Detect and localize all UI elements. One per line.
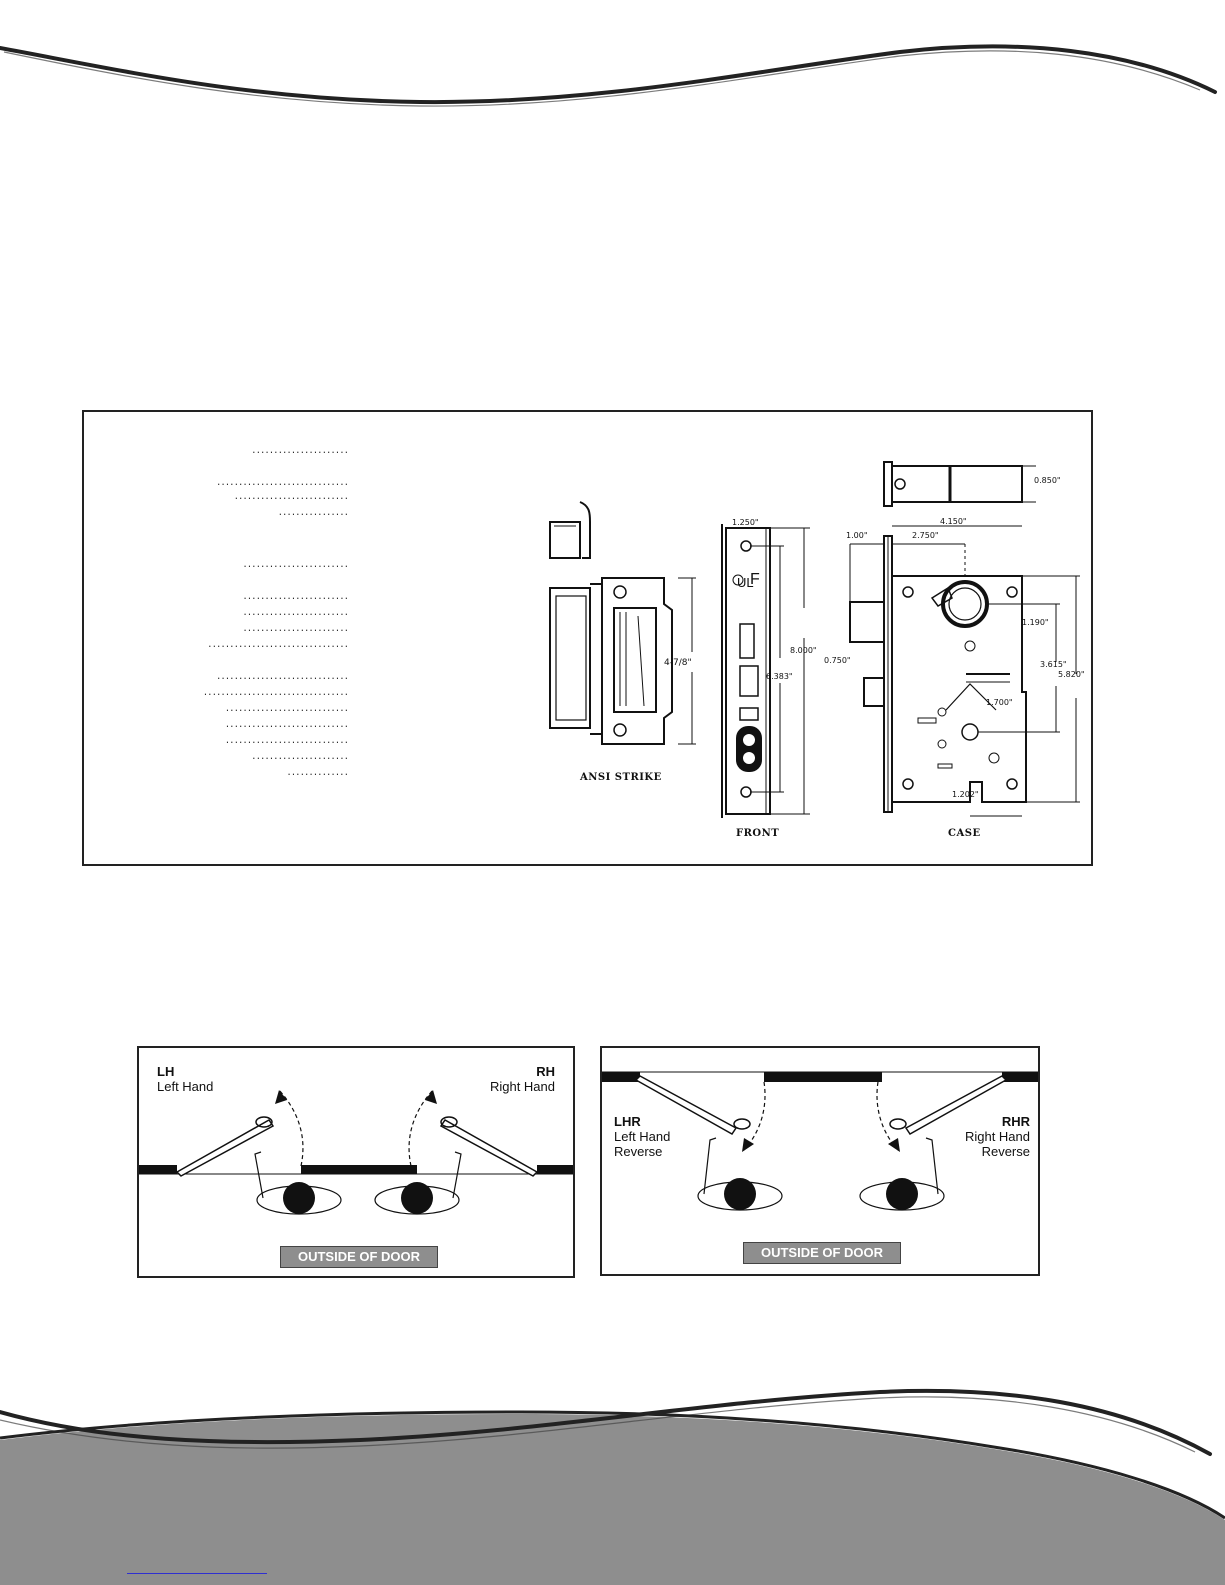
front-hole-spacing-dim: 6.383" — [766, 672, 793, 681]
lhr-label: LHR Left Hand Reverse — [614, 1114, 670, 1159]
lh-code: LH — [157, 1064, 175, 1079]
bottom-wave-decoration — [0, 1388, 1225, 1585]
case-bottom-dim: 1.202" — [952, 790, 979, 799]
lhr-line1: Left Hand — [614, 1129, 671, 1144]
case-hub-offset-dim: 1.190" — [1022, 618, 1049, 627]
outside-of-door-tag: OUTSIDE OF DOOR — [280, 1246, 438, 1268]
front-width-dim: 1.250" — [732, 518, 759, 527]
case-cyl-offset-dim: 1.700" — [986, 698, 1013, 707]
top-wave-decoration — [0, 0, 1225, 107]
f-mark: F — [750, 571, 760, 588]
rh-text: Right Hand — [489, 1079, 555, 1094]
lh-label: LH Left Hand — [157, 1064, 213, 1094]
rhr-label: RHR Right Hand Reverse — [965, 1114, 1030, 1159]
lhr-code: LHR — [614, 1114, 641, 1129]
case-hub-spacing-dim: 3.615" — [1040, 660, 1067, 669]
rh-label: RH Right Hand — [490, 1064, 555, 1094]
ansi-strike-drawing — [549, 501, 696, 745]
spec-leader-column: ...................... .................… — [202, 446, 349, 778]
front-plate-drawing — [721, 524, 810, 818]
rhr-line2: Reverse — [981, 1144, 1030, 1159]
rh-code: RH — [536, 1064, 555, 1079]
lhr-line2: Reverse — [614, 1144, 663, 1159]
footer-link-underline[interactable] — [127, 1573, 267, 1574]
front-height-dim: 8.000" — [790, 646, 817, 655]
specification-panel: ...................... .................… — [82, 410, 1093, 866]
case-backset-dim: 2.750" — [912, 531, 939, 540]
case-height-dim: 5.820" — [1058, 670, 1085, 679]
standard-handing-diagram — [139, 1089, 573, 1215]
reverse-handing-panel: LHR Left Hand Reverse RHR Right Hand Rev… — [600, 1046, 1040, 1276]
front-label: FRONT — [736, 828, 780, 839]
ul-mark: UL — [737, 575, 754, 590]
standard-handing-panel: LH Left Hand RH Right Hand OUTSIDE OF DO… — [137, 1046, 575, 1278]
case-width-dim: 4.150" — [940, 517, 967, 526]
lock-case-drawing — [849, 461, 1080, 817]
case-bolt-offset-dim: 1.00" — [846, 531, 868, 540]
ansi-strike-label: ANSI STRIKE — [580, 772, 662, 783]
case-latch-dim: 0.750" — [824, 656, 851, 665]
rhr-code: RHR — [1001, 1114, 1030, 1129]
case-depth-dim: 0.850" — [1034, 476, 1061, 485]
case-label: CASE — [948, 828, 981, 839]
strike-height-dim: 4-7/8" — [664, 658, 692, 668]
lh-text: Left Hand — [157, 1079, 214, 1094]
rhr-line1: Right Hand — [964, 1129, 1030, 1144]
reverse-handing-diagram — [602, 1071, 1038, 1211]
outside-of-door-tag-reverse: OUTSIDE OF DOOR — [743, 1242, 901, 1264]
